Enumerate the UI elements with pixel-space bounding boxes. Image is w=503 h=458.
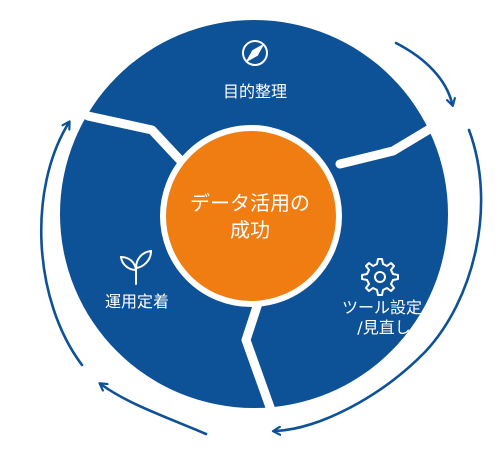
gear-icon — [361, 258, 399, 296]
center-circle — [160, 125, 342, 307]
cycle-arrows — [40, 41, 483, 436]
segment-label-right: ツール設定 /見直し — [322, 298, 442, 338]
arrow-bottom-left — [102, 385, 208, 436]
divider-top-right — [335, 119, 443, 169]
arrow-top-right — [394, 41, 452, 103]
center-label-line2: 成功 — [230, 218, 270, 242]
arrow-left-top — [40, 124, 84, 367]
divider-top-left — [83, 111, 185, 165]
center-label-line1: データ活用の — [190, 191, 310, 215]
arrow-right-bottom — [276, 128, 483, 431]
segment-label-top: 目的整理 — [205, 82, 305, 102]
segment-label-top-line1: 目的整理 — [222, 82, 287, 101]
segment-label-left-line1: 運用定着 — [104, 292, 169, 311]
segment-label-right-line2: /見直し — [357, 318, 411, 337]
segment-label-left: 運用定着 — [92, 292, 182, 312]
segment-label-right-line1: ツール設定 — [341, 298, 422, 317]
sprout-icon — [119, 249, 153, 285]
center-label: データ活用の 成功 — [165, 190, 335, 244]
compass-icon — [242, 40, 268, 66]
